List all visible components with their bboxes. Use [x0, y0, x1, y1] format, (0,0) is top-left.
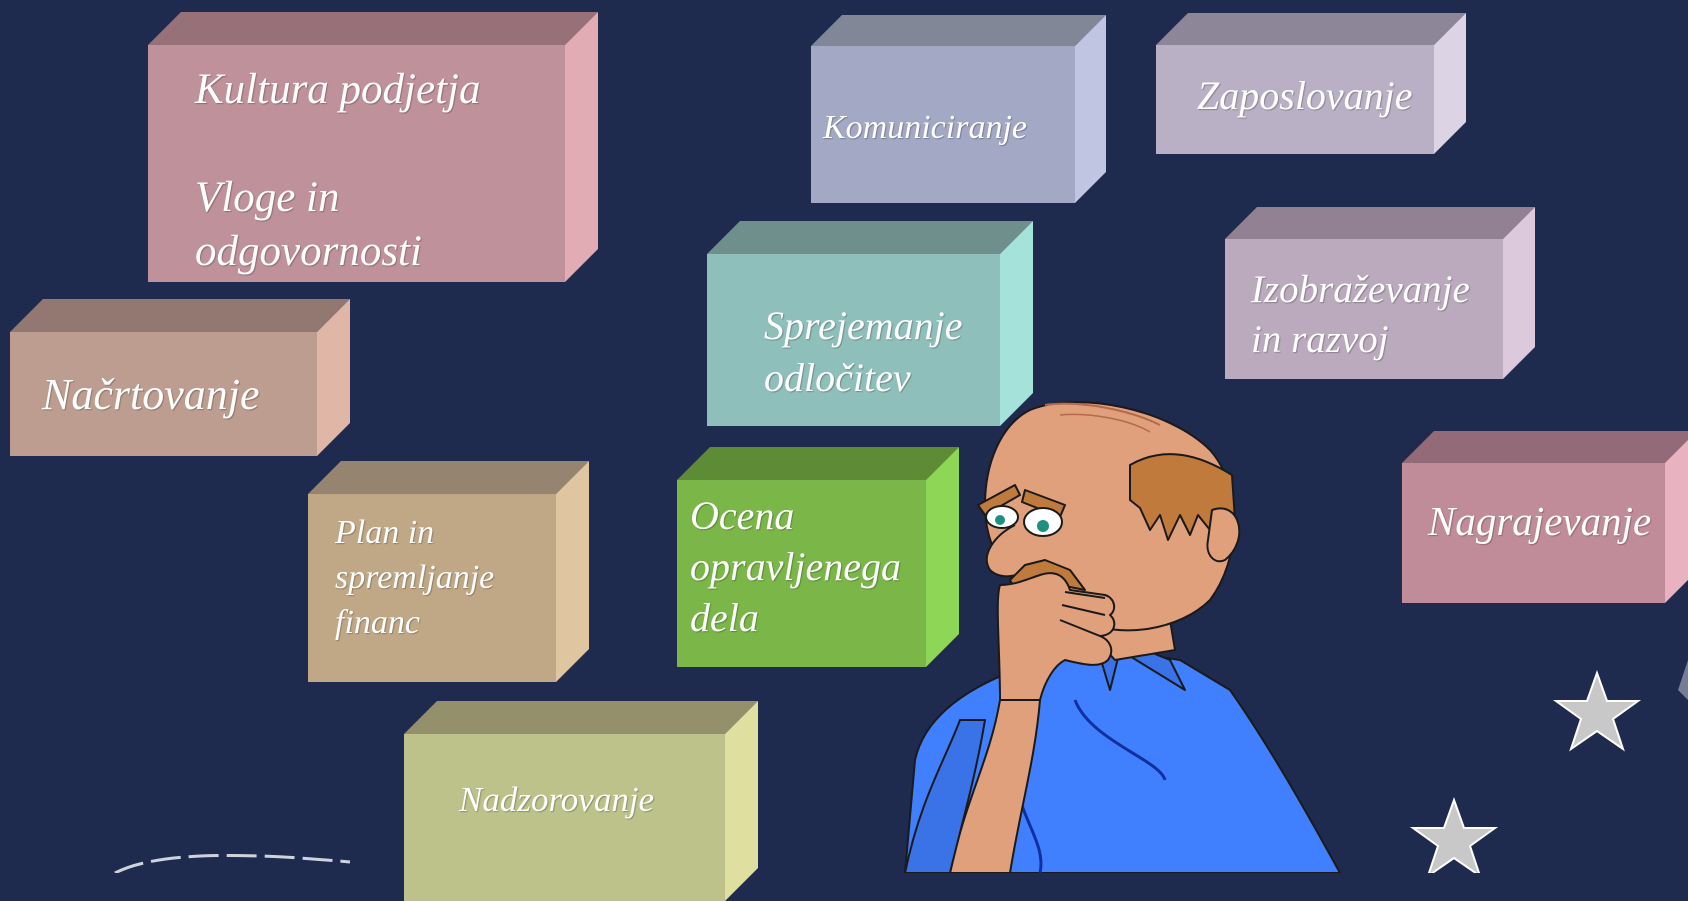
- illustration-layer: [0, 0, 1688, 873]
- star-icon: [1556, 673, 1638, 749]
- star-icon: [1413, 800, 1495, 873]
- pupil-left: [995, 515, 1005, 525]
- pupil-right: [1037, 520, 1049, 532]
- thinking-man-figure: [905, 402, 1340, 873]
- ear: [1207, 508, 1239, 561]
- arc-decor: [115, 855, 350, 873]
- star-decor: [1413, 660, 1688, 873]
- star-icon: [1678, 660, 1688, 700]
